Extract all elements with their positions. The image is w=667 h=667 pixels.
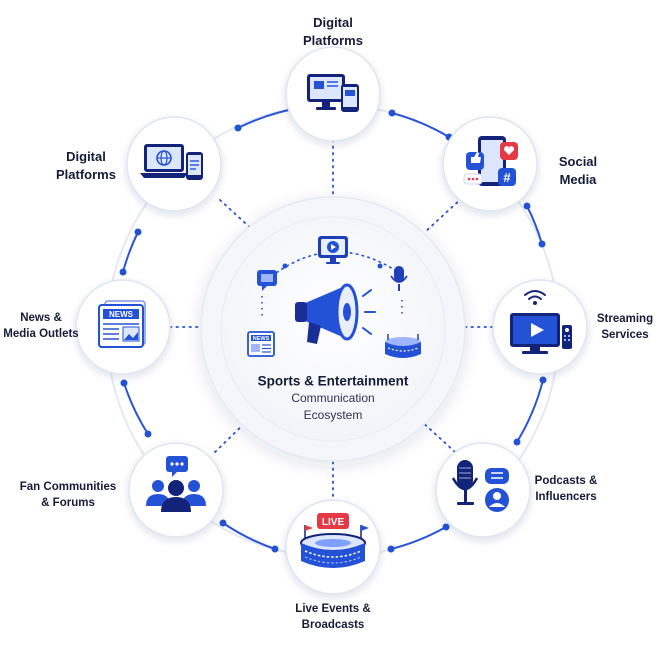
podcast-mic-icon (451, 460, 509, 512)
label-fan-communities: Fan Communities & Forums (19, 481, 117, 509)
newspaper-icon: NEWS (247, 331, 275, 357)
node-news: NEWS (75, 279, 171, 375)
label-digital-platforms-left: Digital Platforms (56, 149, 116, 182)
node-circles: # NEWS (75, 46, 588, 595)
megaphone-icon (295, 283, 376, 344)
stadium-live-icon: LIVE (300, 513, 369, 568)
stadium-icon (385, 334, 421, 358)
label-digital-platforms-top: Digital Platforms (303, 15, 363, 48)
label-live-events: Live Events & Broadcasts (295, 603, 371, 631)
laptop-phone-icon (140, 144, 203, 180)
node-streaming (492, 279, 588, 375)
node-top-left (126, 116, 222, 212)
svg-text:LIVE: LIVE (322, 517, 345, 528)
node-live: LIVE (285, 499, 381, 595)
label-social-media: Social Media (558, 154, 598, 187)
node-top (285, 46, 381, 142)
monitor-devices-icon (307, 74, 359, 112)
microphone-icon (390, 266, 408, 291)
label-podcasts: Podcasts & Influencers (534, 475, 598, 503)
center-title: Sports & Entertainment (257, 373, 409, 389)
community-icon (146, 456, 206, 512)
center-news-badge: NEWS (253, 336, 270, 342)
node-fans (128, 442, 224, 538)
newspaper-icon: NEWS (98, 300, 146, 348)
svg-text:#: # (503, 170, 511, 185)
node-podcasts (435, 442, 531, 538)
label-streaming: Streaming Services (596, 313, 654, 341)
center-subtitle: Communication Ecosystem (291, 391, 375, 422)
tv-stream-icon (510, 290, 572, 354)
social-media-icon: # (463, 136, 518, 186)
monitor-play-icon (318, 236, 348, 264)
label-news-media: News & Media Outlets (3, 312, 79, 340)
svg-text:NEWS: NEWS (109, 310, 134, 319)
node-social: # (442, 116, 538, 212)
node-circle (435, 442, 531, 538)
chat-bubble-icon (257, 270, 277, 291)
